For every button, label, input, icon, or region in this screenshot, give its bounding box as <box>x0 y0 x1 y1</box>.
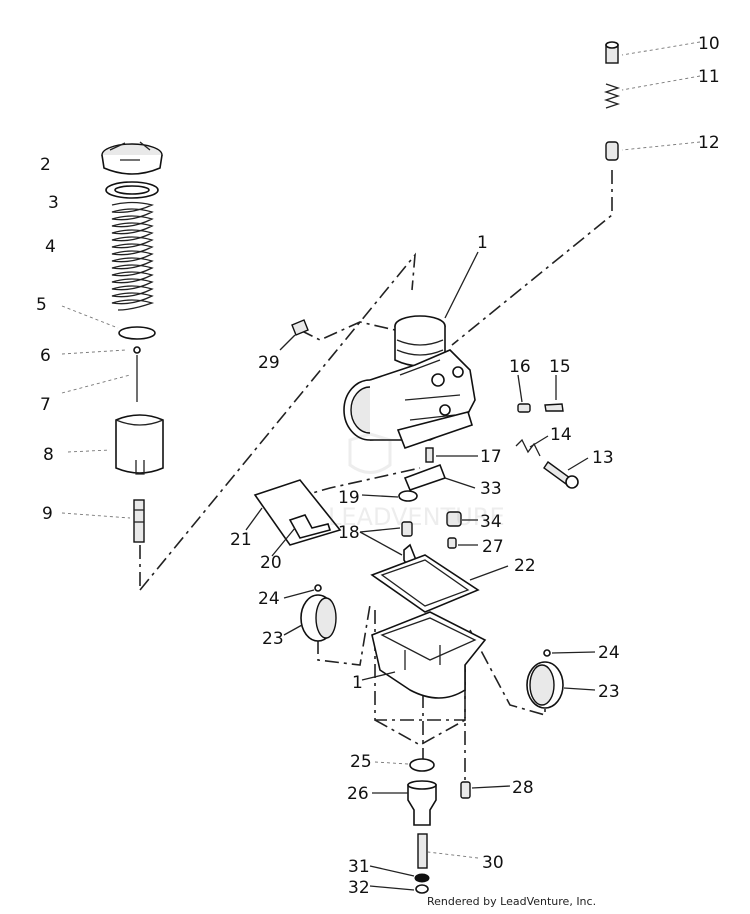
label-26: 26 <box>347 784 369 804</box>
label-2: 2 <box>40 155 51 175</box>
part-1-float-bowl[interactable] <box>371 611 487 699</box>
label-16: 16 <box>509 357 531 377</box>
part-27-plug[interactable] <box>447 537 457 549</box>
part-5-clip[interactable] <box>118 326 156 340</box>
part-23-cap-right[interactable] <box>526 661 564 709</box>
part-14-spring[interactable] <box>515 438 541 457</box>
part-12-sleeve[interactable] <box>605 141 619 161</box>
label-23: 23 <box>262 629 284 649</box>
part-20-float-arm[interactable] <box>288 514 332 539</box>
part-11-spring[interactable] <box>603 83 621 109</box>
part-8-throttle-valve[interactable] <box>115 414 164 475</box>
part-29-plunger[interactable] <box>291 319 309 336</box>
part-6-ring[interactable] <box>133 346 141 354</box>
assembly-line-23-left <box>317 604 371 666</box>
label-7: 7 <box>40 395 51 415</box>
part-24-dot-left[interactable] <box>314 584 322 592</box>
label-28: 28 <box>512 778 534 798</box>
part-23-cap-left[interactable] <box>300 594 337 642</box>
label-34: 34 <box>480 512 502 532</box>
assembly-line-main-top <box>451 170 613 346</box>
label-13: 13 <box>592 448 614 468</box>
assembly-line-main-left <box>139 252 417 591</box>
part-16-washer[interactable] <box>517 403 531 413</box>
label-6: 6 <box>40 346 51 366</box>
lv-shield-logo-icon: LEADVENTURE <box>328 432 505 531</box>
assembly-line-bowl-bottom <box>374 719 466 746</box>
label-18: 18 <box>338 523 360 543</box>
label-30: 30 <box>482 853 504 873</box>
label-9: 9 <box>42 504 53 524</box>
label-12: 12 <box>698 133 720 153</box>
label-19: 19 <box>338 488 360 508</box>
part-4-spring[interactable] <box>111 201 155 311</box>
render-credit: Rendered by LeadVenture, Inc. <box>427 895 597 908</box>
label-5: 5 <box>36 295 47 315</box>
label-33: 33 <box>480 479 502 499</box>
label-15: 15 <box>549 357 571 377</box>
part-26-main-jet-holder[interactable] <box>407 780 437 826</box>
label-29: 29 <box>258 353 280 373</box>
part-10-screw[interactable] <box>605 41 619 64</box>
label-27: 27 <box>482 537 504 557</box>
part-9-needle-jet[interactable] <box>133 499 145 543</box>
part-2-cap[interactable] <box>101 141 163 175</box>
leader-lines <box>61 41 701 891</box>
label-8: 8 <box>43 445 54 465</box>
part-25-washer[interactable] <box>409 758 435 772</box>
label-20: 20 <box>260 553 282 573</box>
assembly-line-29 <box>299 321 396 341</box>
label-23-lower: 23 <box>598 682 620 702</box>
watermark-text: LEADVENTURE <box>328 503 505 531</box>
part-13-idle-screw[interactable] <box>543 461 579 489</box>
part-15-pilot-screw[interactable] <box>544 403 564 412</box>
part-1-carburetor-body[interactable] <box>343 315 476 450</box>
part-30-tube[interactable] <box>417 833 428 869</box>
label-10: 10 <box>698 34 720 54</box>
part-31-o-ring[interactable] <box>414 873 430 883</box>
label-24-lower: 24 <box>598 643 620 663</box>
part-3-washer[interactable] <box>105 181 159 199</box>
part-17-pilot-jet[interactable] <box>425 447 434 463</box>
label-32: 32 <box>348 878 370 898</box>
label-22: 22 <box>514 556 536 576</box>
label-24: 24 <box>258 589 280 609</box>
label-1-lower: 1 <box>352 673 363 693</box>
label-14: 14 <box>550 425 572 445</box>
label-17: 17 <box>480 447 502 467</box>
part-22-gasket[interactable] <box>370 554 480 613</box>
part-19-washer[interactable] <box>398 490 418 502</box>
assembly-line-bowl-box <box>374 610 466 721</box>
label-11: 11 <box>698 67 720 87</box>
label-4: 4 <box>45 237 56 257</box>
label-21: 21 <box>230 530 252 550</box>
callout-labels: 1 2 3 4 5 6 7 8 9 10 11 12 13 14 15 16 1… <box>36 34 720 898</box>
part-32-plug[interactable] <box>415 884 429 894</box>
label-1: 1 <box>477 233 488 253</box>
label-31: 31 <box>348 857 370 877</box>
part-34-jet[interactable] <box>446 511 462 527</box>
part-28-screw[interactable] <box>460 781 471 799</box>
label-3: 3 <box>48 193 59 213</box>
part-24-dot-right[interactable] <box>543 649 551 657</box>
label-25: 25 <box>350 752 372 772</box>
